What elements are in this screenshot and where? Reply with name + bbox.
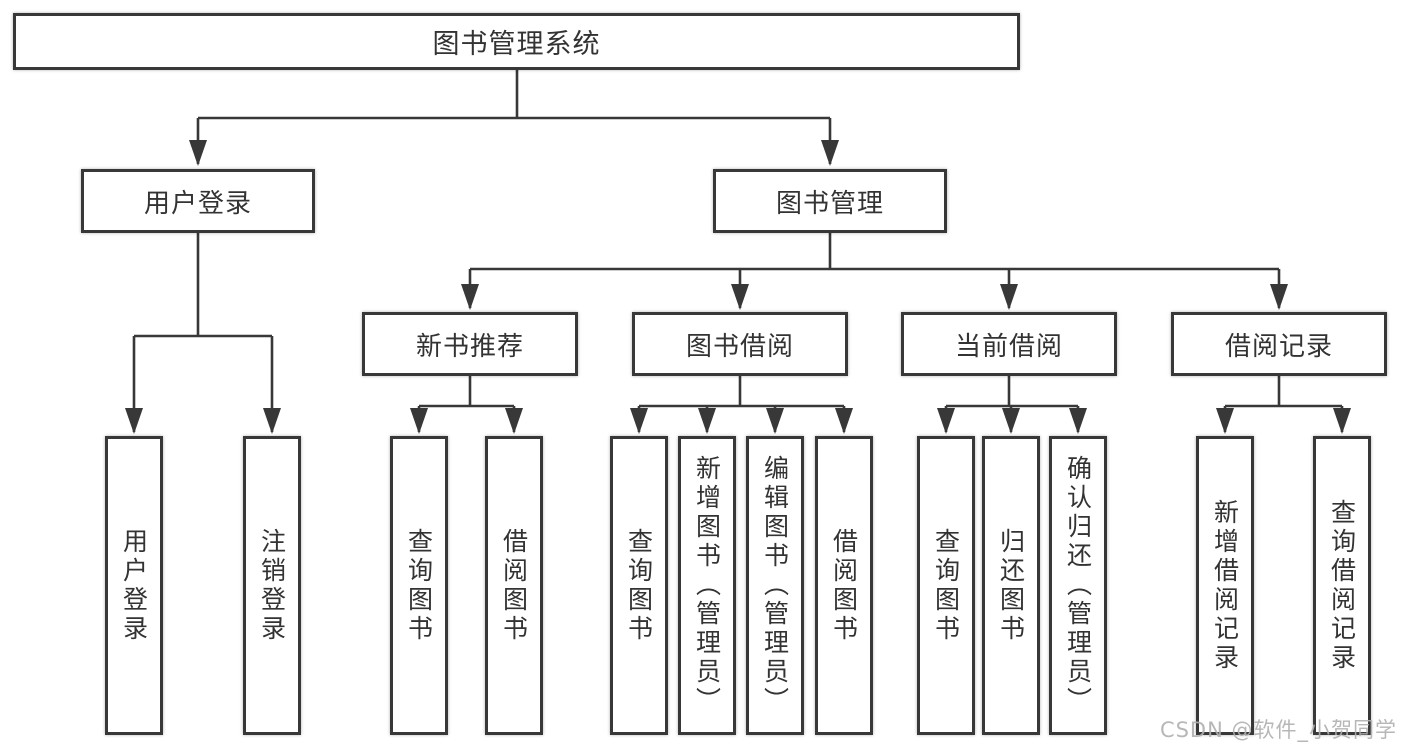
leaf-query-borrow-record-label: 查询借阅记录 — [1327, 498, 1357, 673]
leaf-query-borrow-record: 查询借阅记录 — [1313, 436, 1371, 735]
leaf-borrow-books-recommend-label: 借阅图书 — [499, 527, 529, 644]
node-borrow-records: 借阅记录 — [1171, 312, 1387, 376]
leaf-borrow-books-recommend: 借阅图书 — [485, 436, 543, 735]
leaf-confirm-return-admin: 确认归还（管理员） — [1049, 436, 1107, 735]
leaf-add-borrow-record-label: 新增借阅记录 — [1210, 498, 1240, 673]
node-user-login: 用户登录 — [81, 169, 315, 233]
node-book-management: 图书管理 — [713, 169, 947, 233]
leaf-add-borrow-record: 新增借阅记录 — [1196, 436, 1254, 735]
leaf-query-books-current: 查询图书 — [917, 436, 975, 735]
leaf-logout-label: 注销登录 — [257, 527, 287, 644]
leaf-return-book: 归还图书 — [982, 436, 1040, 735]
leaf-query-books-borrow-label: 查询图书 — [624, 527, 654, 644]
leaf-borrow-books-label: 借阅图书 — [829, 527, 859, 644]
node-new-book-recommend-label: 新书推荐 — [415, 331, 524, 362]
leaf-return-book-label: 归还图书 — [996, 527, 1026, 644]
node-book-management-label: 图书管理 — [775, 188, 884, 219]
leaf-borrow-books: 借阅图书 — [815, 436, 873, 735]
node-current-borrow-label: 当前借阅 — [954, 331, 1063, 362]
leaf-confirm-return-admin-label: 确认归还（管理员） — [1063, 455, 1093, 716]
leaf-query-books-recommend-label: 查询图书 — [404, 527, 434, 644]
leaf-query-books-borrow: 查询图书 — [610, 436, 668, 735]
node-current-borrow: 当前借阅 — [901, 312, 1117, 376]
leaf-query-books-current-label: 查询图书 — [931, 527, 961, 644]
csdn-watermark: CSDN @软件_小贺同学 — [1159, 718, 1397, 742]
node-new-book-recommend: 新书推荐 — [362, 312, 578, 376]
node-book-borrow: 图书借阅 — [632, 312, 848, 376]
leaf-edit-book-admin: 编辑图书（管理员） — [746, 436, 804, 735]
node-root-label: 图书管理系统 — [432, 29, 601, 60]
leaf-logout: 注销登录 — [243, 436, 301, 735]
leaf-user-login: 用户登录 — [105, 436, 163, 735]
leaf-add-book-admin: 新增图书（管理员） — [678, 436, 736, 735]
leaf-edit-book-admin-label: 编辑图书（管理员） — [760, 455, 790, 716]
leaf-user-login-label: 用户登录 — [119, 527, 149, 644]
node-book-borrow-label: 图书借阅 — [685, 331, 794, 362]
node-user-login-label: 用户登录 — [143, 188, 252, 219]
leaf-add-book-admin-label: 新增图书（管理员） — [692, 455, 722, 716]
leaf-query-books-recommend: 查询图书 — [390, 436, 448, 735]
node-root-system: 图书管理系统 — [13, 13, 1020, 70]
node-borrow-records-label: 借阅记录 — [1224, 331, 1333, 362]
